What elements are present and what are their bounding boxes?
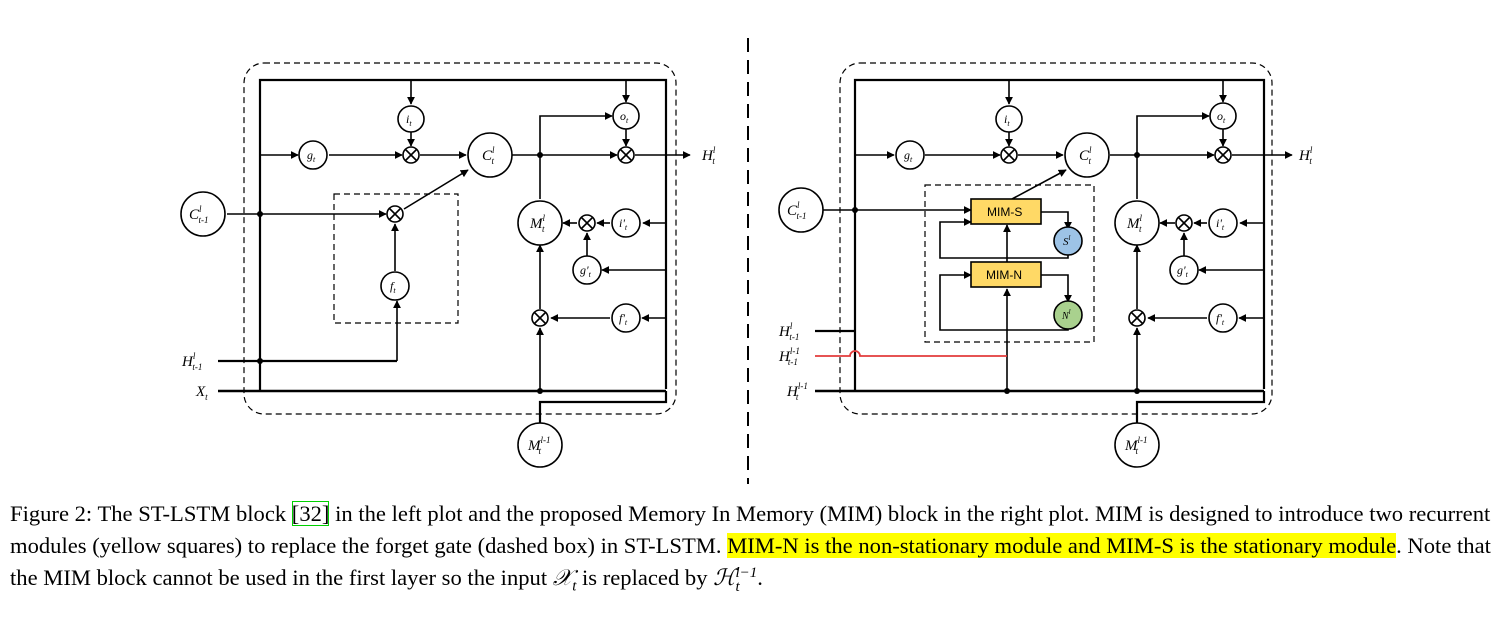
mim-s-label: MIM-S (987, 205, 1022, 219)
multiply-icon (578, 214, 596, 232)
citation-link[interactable]: [32] (291, 501, 330, 526)
spatial-input-gate-node (1208, 208, 1238, 238)
cell-state-node (1064, 132, 1110, 178)
spatial-forget-gate-node (611, 303, 641, 333)
math-h-symbol: ℋ (713, 565, 736, 590)
spatial-memory-node (1114, 200, 1160, 246)
forget-gate-node (380, 271, 410, 301)
output-gate-node (612, 102, 640, 130)
multiply-icon (402, 146, 420, 164)
label-it: it (1004, 112, 1010, 128)
multiply-icon (386, 205, 404, 223)
math-h-sub: t (735, 579, 740, 595)
math-x-sub: t (572, 578, 577, 595)
n-state-node (1053, 300, 1083, 330)
highlighted-text: MIM-N is the non-stationary module and M… (727, 533, 1397, 558)
label-ot: ot (620, 109, 629, 125)
input-gate-node (995, 105, 1023, 133)
label-n-state: Nl (1061, 308, 1071, 322)
multiply-icon (1214, 146, 1232, 164)
multiply-icon (1128, 309, 1146, 327)
cell-state-node (467, 132, 513, 178)
mim-n-module (970, 261, 1042, 288)
label-gt: gt (904, 148, 913, 164)
label-xt: Xt (195, 384, 208, 402)
caption-text: . Note that the MIM block cannot be used… (10, 533, 1491, 590)
mim-block (778, 62, 1293, 468)
g-gate-node (298, 140, 328, 170)
spatial-memory-node (517, 200, 563, 246)
spatial-g-gate-node (572, 255, 602, 285)
g-gate-node (895, 140, 925, 170)
caption-text: Figure 2: The ST-LSTM block (10, 501, 292, 526)
label-fpt: f't (619, 311, 628, 327)
mim-s-module (970, 198, 1042, 225)
label-ot: ot (1217, 109, 1226, 125)
caption-text: in the left plot and the proposed Memory… (10, 501, 1491, 558)
label-gpt: g't (580, 263, 592, 279)
mim-n-label: MIM-N (986, 268, 1022, 282)
input-gate-node (397, 105, 425, 133)
st-lstm-block (180, 62, 691, 468)
st-lstm-outline (243, 62, 677, 415)
label-ft: ft (390, 279, 396, 295)
label-ipt: i't (619, 216, 628, 232)
s-state-node (1053, 226, 1083, 256)
spatial-input-gate-node (611, 208, 641, 238)
mim-outline (839, 62, 1273, 415)
prev-cell-node (778, 187, 824, 233)
multiply-icon (531, 309, 549, 327)
caption-end: . (757, 565, 763, 590)
label-gpt: g't (1177, 263, 1189, 279)
spatial-g-gate-node (1169, 255, 1199, 285)
label-s-state: Sl (1063, 234, 1071, 248)
math-h-sup: l−1 (735, 565, 758, 581)
below-memory-node (1114, 422, 1160, 468)
label-ipt: i't (1216, 216, 1225, 232)
multiply-icon (617, 146, 635, 164)
output-gate-node (1209, 102, 1237, 130)
label-it: it (406, 112, 412, 128)
caption-text: is replaced by (576, 565, 714, 590)
multiply-icon (1000, 146, 1018, 164)
prev-cell-node (180, 191, 226, 237)
mim-modules-dashed-box (924, 184, 1095, 343)
figure-caption: Figure 2: The ST-LSTM block [32] in the … (10, 498, 1502, 603)
label-fpt: f't (1216, 311, 1225, 327)
label-gt: gt (307, 148, 316, 164)
spatial-forget-gate-node (1208, 303, 1238, 333)
multiply-icon (1175, 214, 1193, 232)
math-x-symbol: 𝒳 (552, 565, 573, 590)
forget-gate-dashed-box (333, 193, 459, 324)
below-memory-node (517, 422, 563, 468)
